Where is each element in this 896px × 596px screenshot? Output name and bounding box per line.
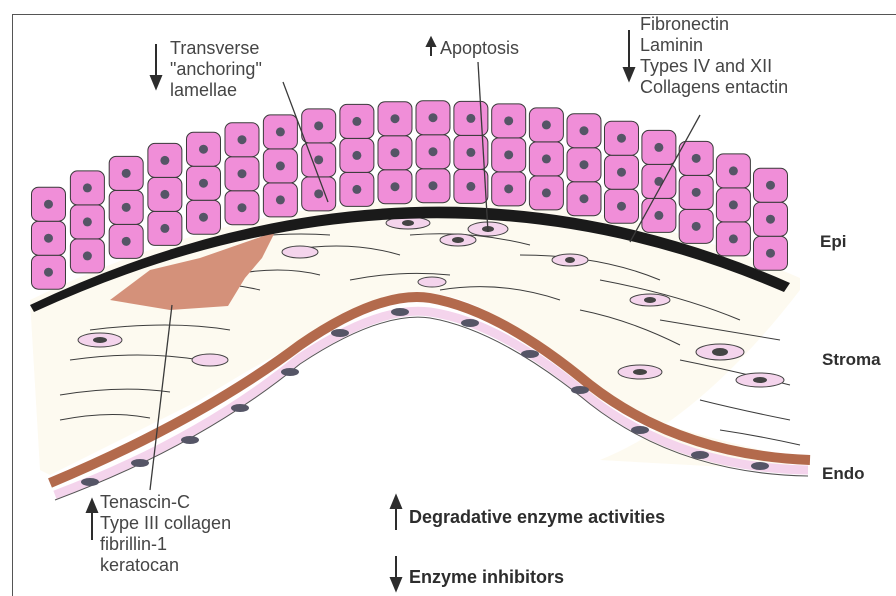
matrix-line-4: Collagens entactin — [640, 77, 788, 98]
epithelial-nucleus — [237, 169, 246, 178]
transverse-line-2: "anchoring" — [170, 59, 262, 80]
epithelial-nucleus — [466, 148, 475, 157]
epithelial-nucleus — [122, 237, 131, 246]
epithelial-nucleus — [199, 179, 208, 188]
epithelial-nucleus — [617, 134, 626, 143]
epithelial-nucleus — [160, 156, 169, 165]
epithelial-nucleus — [504, 184, 513, 193]
region-stroma: Stroma — [822, 350, 881, 370]
epithelial-nucleus — [729, 166, 738, 175]
epithelial-nucleus — [579, 194, 588, 203]
epithelial-nucleus — [542, 120, 551, 129]
epithelial-nucleus — [122, 169, 131, 178]
epithelial-nucleus — [352, 151, 361, 160]
epithelial-nucleus — [83, 251, 92, 260]
epithelial-nucleus — [428, 147, 437, 156]
epithelial-nucleus — [352, 185, 361, 194]
epithelial-nucleus — [466, 182, 475, 191]
epithelial-nucleus — [83, 183, 92, 192]
epithelial-nucleus — [504, 150, 513, 159]
stromal-line-3: fibrillin-1 — [100, 534, 231, 555]
epithelial-nucleus — [654, 143, 663, 152]
epithelial-nucleus — [692, 154, 701, 163]
epithelial-nucleus — [766, 215, 775, 224]
epithelial-nucleus — [83, 217, 92, 226]
matrix-line-2: Laminin — [640, 35, 788, 56]
degradative-label: Degradative enzyme activities — [409, 507, 665, 528]
epithelial-nucleus — [44, 200, 53, 209]
transverse-label: Transverse "anchoring" lamellae — [170, 38, 262, 101]
epithelial-nucleus — [428, 181, 437, 190]
epithelial-nucleus — [390, 182, 399, 191]
epithelial-nucleus — [542, 188, 551, 197]
epithelial-nucleus — [122, 203, 131, 212]
epithelial-nucleus — [729, 200, 738, 209]
stromal-line-1: Tenascin-C — [100, 492, 231, 513]
epithelial-nucleus — [390, 114, 399, 123]
epithelial-nucleus — [466, 114, 475, 123]
inhibitors-label: Enzyme inhibitors — [409, 567, 564, 588]
epithelial-nucleus — [579, 160, 588, 169]
epithelial-nucleus — [199, 145, 208, 154]
epithelial-nucleus — [504, 116, 513, 125]
epithelial-nucleus — [542, 154, 551, 163]
epithelial-nucleus — [276, 195, 285, 204]
region-epi: Epi — [820, 232, 846, 252]
epithelial-nucleus — [276, 161, 285, 170]
epithelial-nucleus — [352, 117, 361, 126]
epithelial-nucleus — [692, 188, 701, 197]
apoptosis-label: Apoptosis — [440, 38, 519, 59]
epithelial-nucleus — [44, 268, 53, 277]
epithelial-nucleus — [766, 181, 775, 190]
epithelial-nucleus — [199, 213, 208, 222]
transverse-line-1: Transverse — [170, 38, 262, 59]
epithelial-nucleus — [314, 189, 323, 198]
epithelial-nucleus — [428, 113, 437, 122]
epithelial-nucleus — [44, 234, 53, 243]
matrix-proteins-label: Fibronectin Laminin Types IV and XII Col… — [640, 14, 788, 98]
epithelial-nucleus — [314, 155, 323, 164]
epithelial-nucleus — [160, 190, 169, 199]
epithelial-nucleus — [654, 211, 663, 220]
epithelial-nucleus — [237, 135, 246, 144]
matrix-line-3: Types IV and XII — [640, 56, 788, 77]
epithelial-nucleus — [390, 148, 399, 157]
matrix-line-1: Fibronectin — [640, 14, 788, 35]
epithelial-nucleus — [766, 249, 775, 258]
epithelial-nucleus — [237, 203, 246, 212]
epithelial-nucleus — [617, 168, 626, 177]
epithelial-nucleus — [617, 202, 626, 211]
transverse-line-3: lamellae — [170, 80, 262, 101]
epithelial-nucleus — [314, 121, 323, 130]
epithelial-nucleus — [692, 222, 701, 231]
epithelial-nucleus — [160, 224, 169, 233]
epithelial-nucleus — [276, 127, 285, 136]
epithelial-nucleus — [729, 234, 738, 243]
epithelial-nucleus — [579, 126, 588, 135]
stromal-line-2: Type III collagen — [100, 513, 231, 534]
stromal-proteins-label: Tenascin-C Type III collagen fibrillin-1… — [100, 492, 231, 576]
region-endo: Endo — [822, 464, 865, 484]
stromal-line-4: keratocan — [100, 555, 231, 576]
